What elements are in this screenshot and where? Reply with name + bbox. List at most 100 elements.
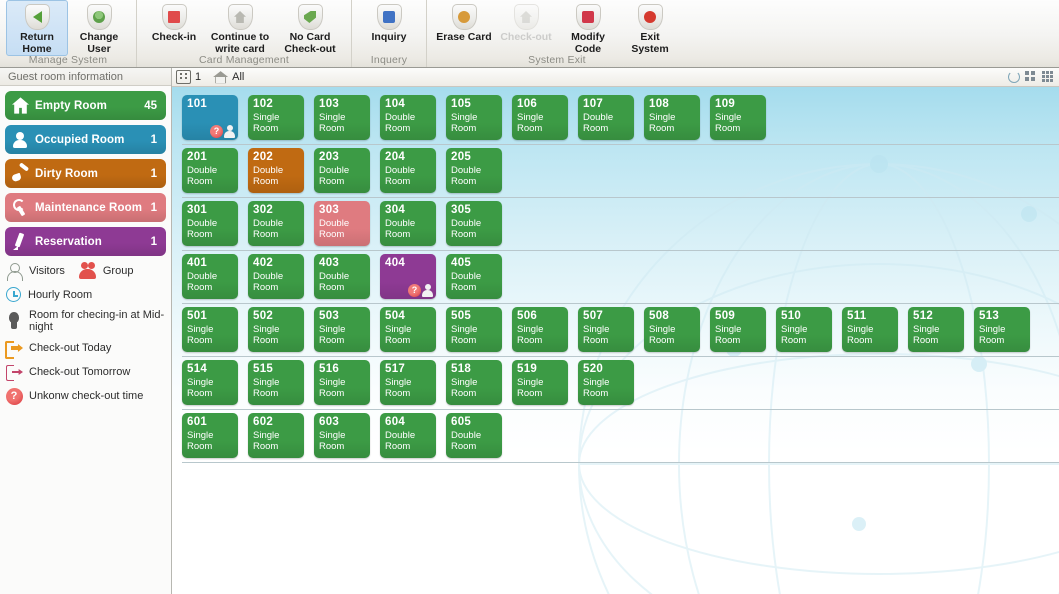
floor-tab-bar: 1 All: [172, 68, 1059, 87]
room-tile-404[interactable]: 404?: [380, 254, 436, 299]
all-rooms-home-icon: [213, 71, 229, 84]
grid-small-icon[interactable]: [1042, 71, 1054, 83]
occupant-icon: [422, 284, 433, 297]
legend-row: Check-out Tomorrow: [5, 363, 166, 381]
room-number: 514: [187, 363, 208, 375]
ribbon-button-no-card-check-out[interactable]: No Card Check-out: [275, 0, 345, 56]
ribbon-group-caption: System Exit: [528, 54, 586, 66]
refresh-icon[interactable]: [1008, 71, 1020, 83]
legend-item-group: Group: [78, 262, 133, 280]
ribbon-button-modify-code[interactable]: Modify Code: [557, 0, 619, 56]
ribbon-button-label: Modify Code: [571, 31, 605, 55]
ribbon-button-exit-system[interactable]: Exit System: [619, 0, 681, 56]
room-type: Double Room: [385, 218, 416, 240]
floor-tab-1[interactable]: 1: [176, 70, 201, 84]
legend-row: Check-out Today: [5, 339, 166, 359]
floor-tab-all[interactable]: All: [213, 70, 244, 84]
room-type: Single Room: [319, 377, 346, 399]
room-type: Single Room: [913, 324, 940, 346]
bulb-icon: [5, 312, 23, 330]
legend-item-visitors: Visitors: [5, 262, 65, 281]
ribbon-button-return-home[interactable]: Return Home: [6, 0, 68, 56]
ribbon-button-inquiry[interactable]: Inquiry: [358, 0, 420, 45]
room-type: Single Room: [319, 112, 346, 134]
ribbon-button-check-in[interactable]: Check-in: [143, 0, 205, 45]
ribbon-button-change-user[interactable]: Change User: [68, 0, 130, 56]
floor-tab-label: All: [232, 71, 245, 83]
no-card-checkout-icon: [297, 4, 323, 30]
room-number: 603: [319, 416, 340, 428]
room-number: 108: [649, 98, 670, 110]
room-number: 605: [451, 416, 472, 428]
room-type: Single Room: [517, 112, 544, 134]
room-type: Single Room: [715, 112, 742, 134]
grid-large-icon[interactable]: [1025, 71, 1037, 83]
legend-item-label: Unkonw check-out time: [29, 390, 144, 402]
room-tile-101[interactable]: 101?: [182, 95, 238, 140]
ribbon-button-continue-to-write-card[interactable]: Continue to write card: [205, 0, 275, 56]
ribbon-button-erase-card[interactable]: Erase Card: [433, 0, 495, 45]
room-number: 104: [385, 98, 406, 110]
ribbon-button-label: Continue to write card: [210, 31, 270, 55]
room-type: Double Room: [451, 165, 482, 187]
legend-item-label: Check-out Today: [29, 342, 112, 354]
room-type: Single Room: [319, 430, 346, 452]
ribbon-button-label: Return Home: [20, 31, 54, 55]
